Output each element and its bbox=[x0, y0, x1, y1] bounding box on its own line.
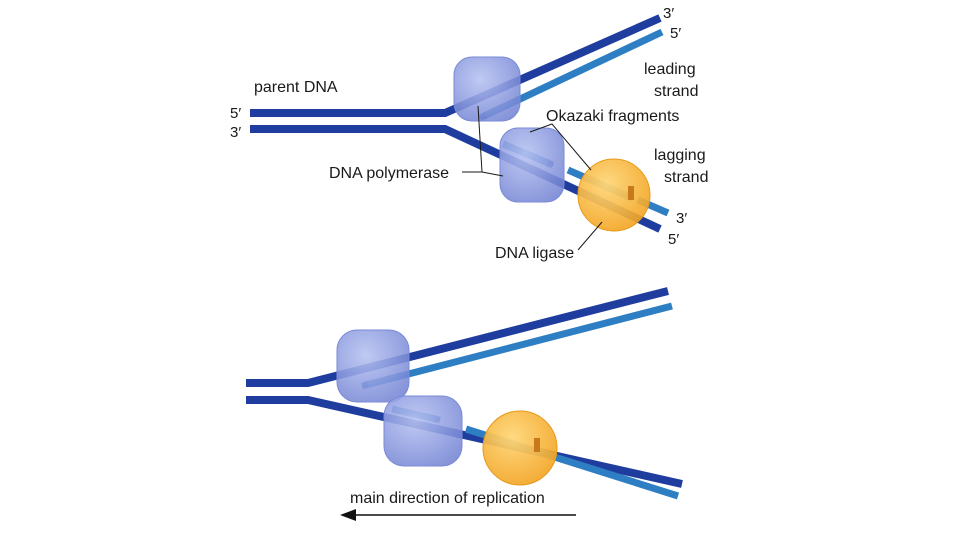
dna-polymerase-label: DNA polymerase bbox=[329, 165, 449, 182]
top-polymerase-lagging bbox=[499, 127, 565, 203]
parent-dna-label: parent DNA bbox=[254, 79, 338, 96]
leading-strand-label-2: strand bbox=[654, 83, 698, 100]
okazaki-leader bbox=[529, 123, 592, 171]
bottom-panel: main direction of replication bbox=[246, 287, 683, 521]
ligase-leader bbox=[577, 221, 603, 251]
top-parent-strand-upper bbox=[250, 14, 662, 117]
direction-label: main direction of replication bbox=[350, 490, 545, 507]
bottom-parent-strand-lower bbox=[246, 396, 683, 488]
polymerase-leader-2 bbox=[481, 171, 504, 177]
bottom-ligase-nick bbox=[534, 438, 540, 452]
bottom-ligase bbox=[482, 410, 558, 486]
upper-3-end-label: 3′ bbox=[663, 5, 674, 22]
top-ligase-nick bbox=[628, 186, 634, 200]
dna-ligase-label: DNA ligase bbox=[495, 245, 574, 262]
bottom-polymerase-leading bbox=[336, 329, 410, 403]
parent-5-end-label: 5′ bbox=[230, 105, 241, 122]
bottom-leading-strand bbox=[361, 302, 673, 390]
leading-strand-label-1: leading bbox=[644, 61, 696, 78]
bottom-polymerase-lagging bbox=[383, 395, 463, 467]
upper-5-end-label: 5′ bbox=[670, 25, 681, 42]
okazaki-fragments-label: Okazaki fragments bbox=[546, 108, 679, 125]
bottom-parent-strand-upper bbox=[246, 287, 669, 387]
lagging-strand-label-2: strand bbox=[664, 169, 708, 186]
top-panel: parent DNA 5′ 3′ 3′ 5′ leading strand Ok… bbox=[230, 5, 708, 262]
top-ligase bbox=[577, 158, 651, 232]
lower-3-end-label: 3′ bbox=[676, 210, 687, 227]
lower-5-end-label: 5′ bbox=[668, 231, 679, 248]
top-polymerase-leading bbox=[453, 56, 521, 122]
direction-arrowhead bbox=[340, 509, 356, 521]
lagging-strand-label-1: lagging bbox=[654, 147, 706, 164]
parent-3-end-label: 3′ bbox=[230, 124, 241, 141]
